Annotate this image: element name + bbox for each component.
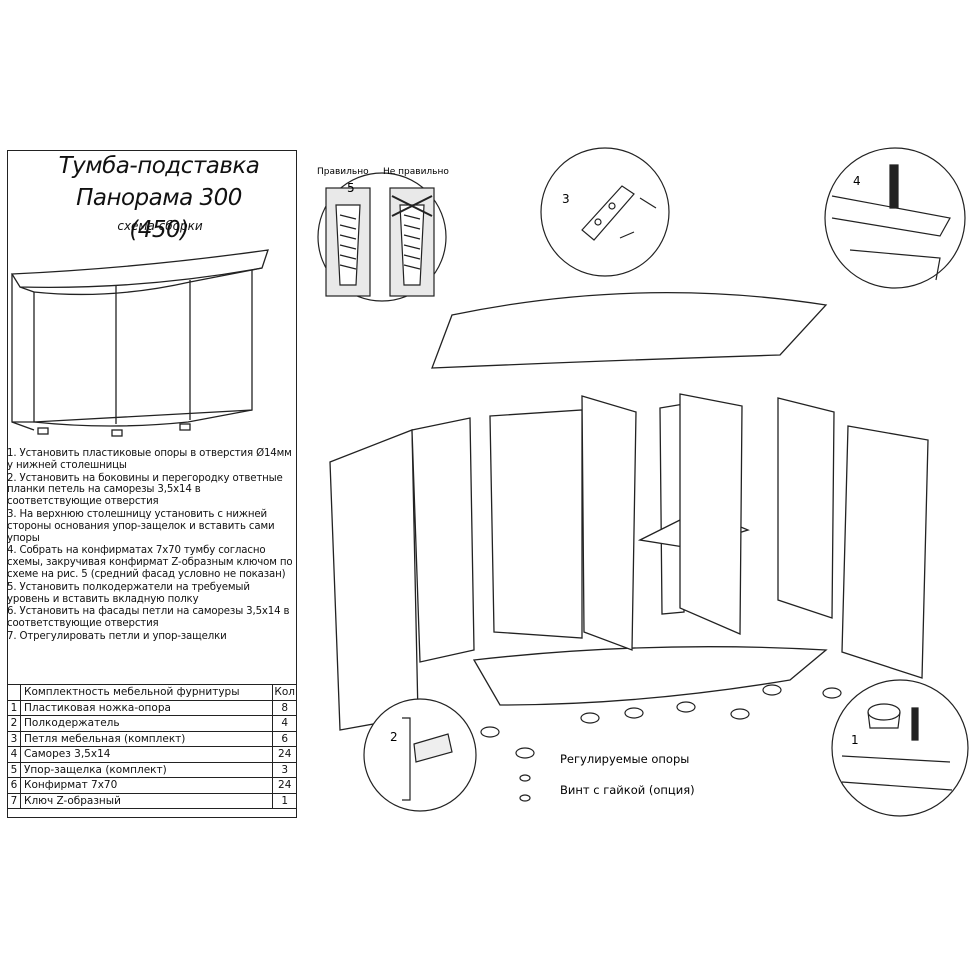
row-qty: 24 <box>272 746 297 763</box>
row-name: Упор-защелка (комплект) <box>19 761 274 778</box>
row-qty: 24 <box>272 777 297 794</box>
document-title: Тумба-подставка Панорама 300 (450) <box>44 150 274 246</box>
step-1: 1. Установить пластиковые опоры в отверс… <box>7 448 292 471</box>
step-6: 6. Установить на фасады петли на саморез… <box>7 606 290 630</box>
table-header-name: Комплектность мебельной фурнитуры <box>19 684 274 701</box>
callout-screw-nut: Винт с гайкой (опция) <box>560 783 695 797</box>
detail-2-hinge <box>363 698 477 812</box>
row-qty: 1 <box>272 792 297 809</box>
panel-divider <box>296 150 297 818</box>
table-row: 5 Упор-защелка (комплект) 3 <box>7 761 297 778</box>
row-qty: 3 <box>272 761 297 778</box>
row-num: 1 <box>7 699 21 716</box>
step-4: 4. Собрать на конфирматах 7x70 тумбу сог… <box>7 545 293 580</box>
row-name: Ключ Z-образный <box>19 792 274 809</box>
exploded-assembly-diagram <box>329 292 929 731</box>
step-7: 7. Отрегулировать петли и упор-защелки <box>7 630 227 642</box>
hardware-parts-table: Комплектность мебельной фурнитуры Кол 1 … <box>7 684 297 809</box>
feet-group <box>480 684 842 802</box>
fig-3-label: 3 <box>562 192 570 206</box>
table-row: 7 Ключ Z-образный 1 <box>7 792 297 809</box>
fig-5-label: 5 <box>347 181 355 195</box>
table-row: 6 Конфирмат 7x70 24 <box>7 777 297 794</box>
fig-2-label: 2 <box>390 730 398 744</box>
assembly-steps-list: 1. Установить пластиковые опоры в отверс… <box>7 448 293 644</box>
row-num: 5 <box>7 761 21 778</box>
row-num: 3 <box>7 730 21 747</box>
table-header-qty: Кол <box>272 684 297 701</box>
table-row: 3 Петля мебельная (комплект) 6 <box>7 730 297 747</box>
row-name: Пластиковая ножка-опора <box>19 699 274 716</box>
document-subtitle: схема сборки <box>117 219 203 233</box>
fig-1-label: 1 <box>851 733 859 747</box>
title-line-2: Панорама 300 (450) <box>76 185 242 243</box>
detail-5-confirmat <box>317 172 447 302</box>
step-2: 2. Установить на боковины и перегородку … <box>7 472 283 508</box>
row-num: 7 <box>7 792 21 809</box>
row-name: Полкодержатель <box>19 715 274 732</box>
step-3: 3. На верхнюю столешницу установить с ни… <box>7 508 275 544</box>
table-header-row: Комплектность мебельной фурнитуры Кол <box>7 684 297 701</box>
cabinet-overview-illustration <box>10 249 269 437</box>
row-name: Конфирмат 7x70 <box>19 777 274 794</box>
table-row: 1 Пластиковая ножка-опора 8 <box>7 699 297 716</box>
row-name: Саморез 3,5x14 <box>19 746 274 763</box>
title-line-1: Тумба-подставка <box>58 153 260 179</box>
detail-4-panel-joint <box>824 147 966 289</box>
row-qty: 8 <box>272 699 297 716</box>
row-qty: 6 <box>272 730 297 747</box>
row-num: 4 <box>7 746 21 763</box>
row-name: Петля мебельная (комплект) <box>19 730 274 747</box>
fig-4-label: 4 <box>853 174 861 188</box>
step-5: 5. Установить полкодержатели на требуемы… <box>7 581 250 605</box>
row-qty: 4 <box>272 715 297 732</box>
callout-adjustable-feet: Регулируемые опоры <box>560 752 689 766</box>
table-header-num <box>7 684 21 701</box>
table-row: 2 Полкодержатель 4 <box>7 715 297 732</box>
row-num: 2 <box>7 715 21 732</box>
table-row: 4 Саморез 3,5x14 24 <box>7 746 297 763</box>
detail-3-latch <box>540 147 670 277</box>
label-incorrect: Не правильно <box>383 167 449 177</box>
detail-1-foot <box>831 679 969 817</box>
label-correct: Правильно <box>317 167 369 177</box>
row-num: 6 <box>7 777 21 794</box>
